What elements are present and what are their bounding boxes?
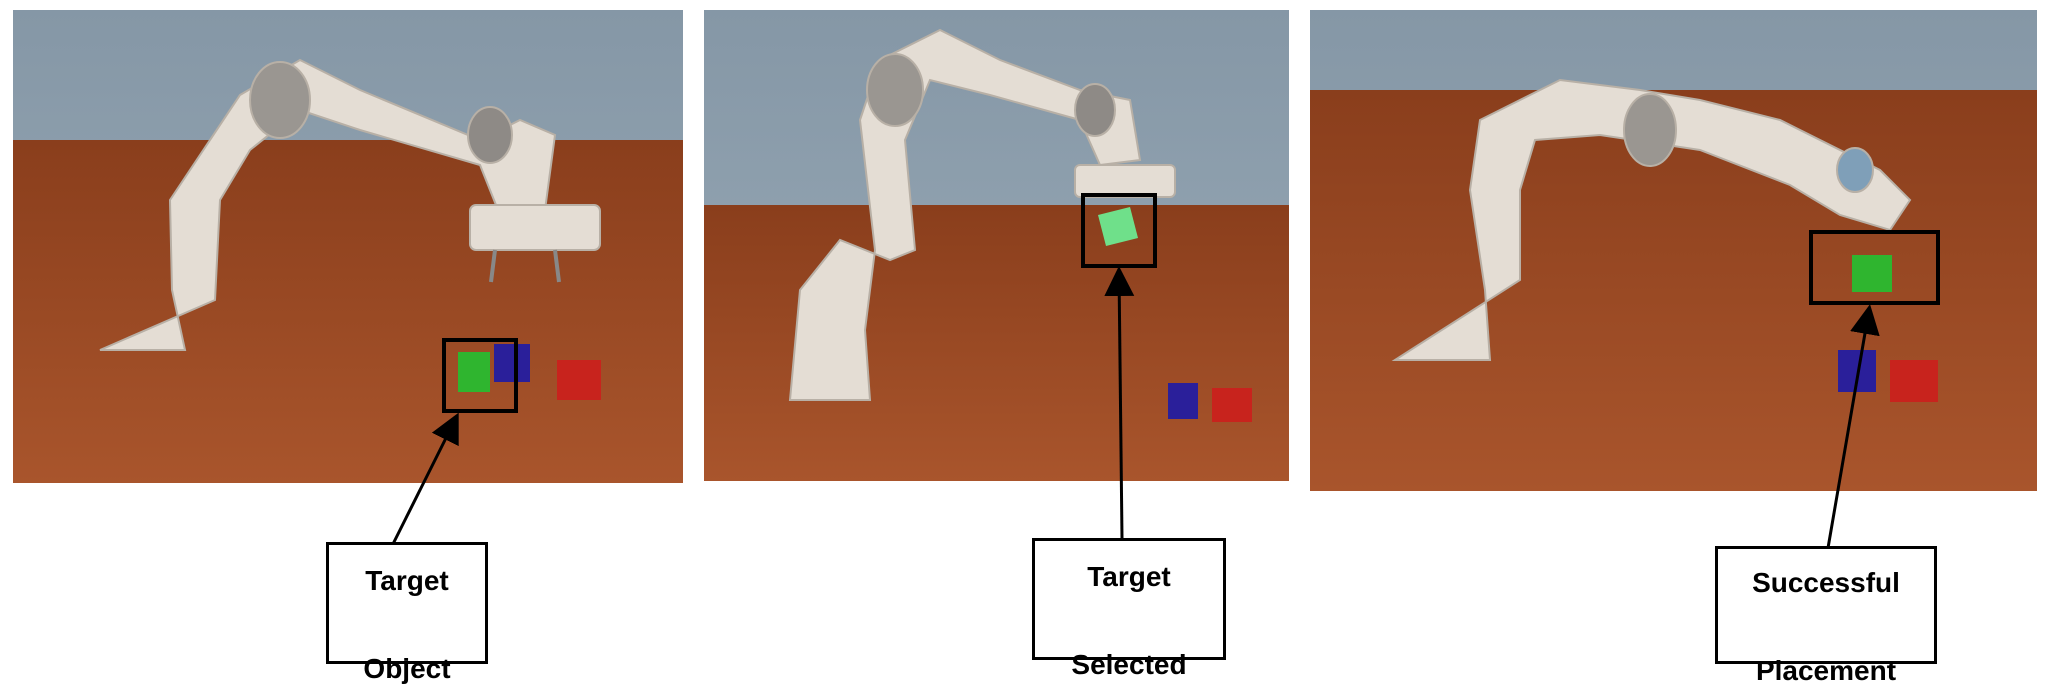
red-cube (1212, 388, 1252, 422)
green-cube (1852, 255, 1892, 292)
robot-arm (1391, 78, 1912, 361)
caption-line: Placement (1755, 655, 1897, 686)
caption-line: Object (363, 653, 451, 684)
arrow-3 (1826, 304, 1880, 549)
panel-2-image (704, 10, 1289, 481)
robot-arm (99, 58, 601, 351)
arrow-2 (1104, 266, 1135, 539)
arrow-1 (390, 412, 459, 547)
caption-line: Successful (1752, 567, 1900, 598)
caption-line: Target (365, 565, 449, 596)
caption-target-object: Target Object (326, 542, 488, 684)
green-cube (458, 352, 490, 392)
caption-line: Target (1087, 561, 1171, 592)
blue-cube (494, 344, 530, 382)
target-highlight-box (1081, 193, 1157, 268)
figure-canvas (13, 10, 2037, 549)
caption-successful-placement: Successful Placement (1715, 546, 1937, 686)
caption-line: Selected (1071, 649, 1187, 680)
target-highlight-box (442, 338, 518, 413)
red-cube (1890, 360, 1938, 402)
panel-1-image (13, 10, 683, 483)
green-cube (1098, 207, 1138, 246)
red-cube (557, 360, 601, 400)
robot-arm (788, 28, 1176, 401)
panel-3-image (1310, 10, 2037, 491)
caption-target-selected: Target Selected (1032, 538, 1226, 680)
target-highlight-box (1809, 230, 1940, 305)
blue-cube (1168, 383, 1198, 419)
